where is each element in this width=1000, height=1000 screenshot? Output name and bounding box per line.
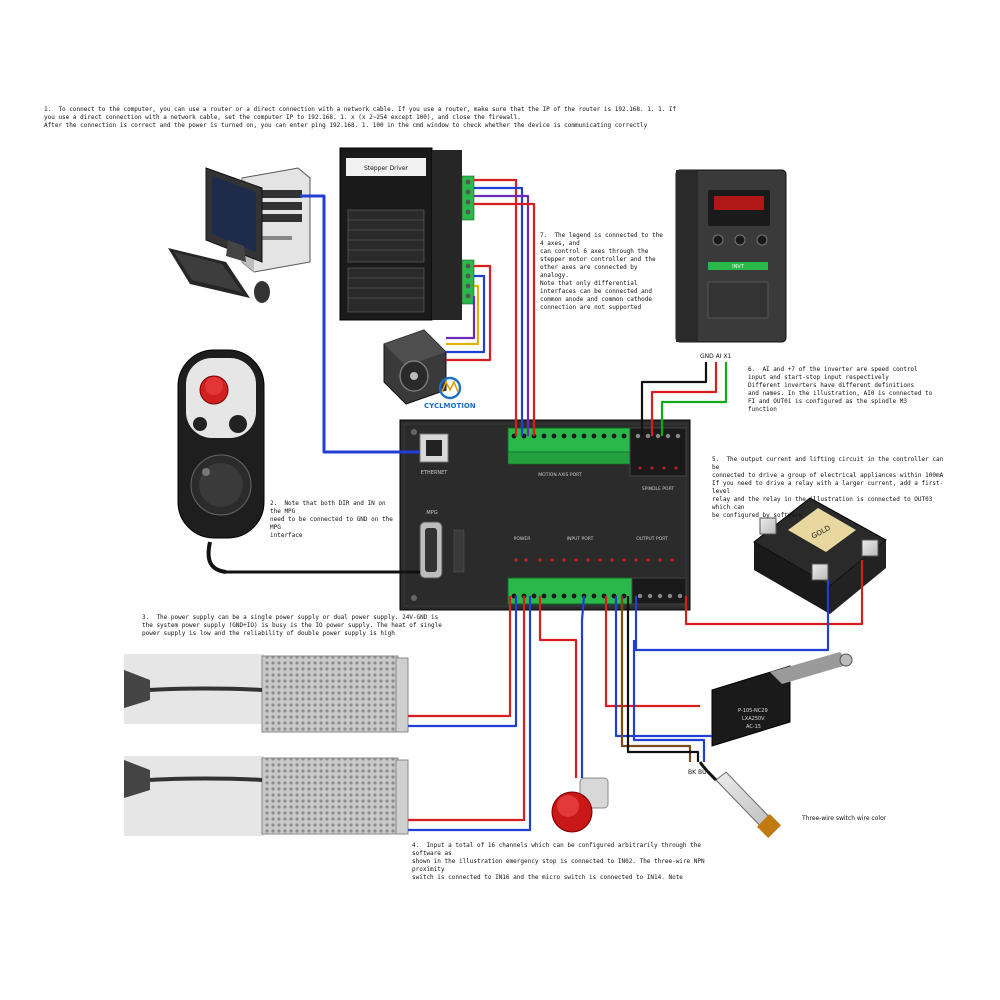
estop-wire-red [538,596,578,778]
power-label: POWER [514,536,531,542]
note-3-power: 3. The power supply can be a single powe… [142,614,442,637]
psu2-wire-blue [408,596,532,832]
input-port-label: INPUT PORT [567,536,594,542]
ethernet-cable [300,194,420,454]
brand-logo [438,376,462,400]
power-supply-bottom [124,756,409,836]
three-wire-caption: Three-wire switch wire color [801,815,887,822]
proximity-switch [698,761,782,839]
note-2-mpg: 2. Note that both DIR and IN on the MPG … [270,500,393,539]
motor-wire-3 [446,284,480,346]
motion-axis-port-label: MOTION AXIS PORT [538,472,582,478]
motor-wire-4 [446,296,476,340]
inverter: INVT [675,169,787,343]
driver-signal-wire-3 [474,194,530,436]
stepper-driver: Stepper Driver [339,147,475,321]
driver-signal-wire-2 [474,186,524,436]
emergency-stop [551,777,609,833]
note-4-input: 4. Input a total of 16 channels which ca… [412,842,705,881]
output-port-label: OUTPUT PORT [636,536,668,542]
input-leds [514,558,674,562]
motor-wire-1 [446,264,492,362]
microswitch-wire-blue [614,596,712,738]
prox-wire-black [626,596,700,762]
psu1-wire-blue [408,596,518,728]
microswitch-rating: LXA250V [742,716,765,722]
motor-wire-2 [446,274,486,354]
driver-motor-terminal [461,259,475,305]
brand-label: CYCLMOTION [424,402,476,410]
mpg-handwheel [177,349,265,574]
psu1-wire-red [408,596,512,718]
inverter-brand-label: INVT [732,264,745,270]
stepper-motor [383,329,447,405]
inverter-ai-wire [650,362,718,436]
inverter-terminal-labels: GND AI X1 [700,353,732,360]
microswitch-model: P-105-NC29 [738,708,768,714]
estop-wire-blue [580,595,586,778]
note-5-output: 5. The output current and lifting circui… [712,456,944,519]
spindle-terminal [629,427,687,477]
note-6-inverter: 6. AI and +7 of the inverter are speed c… [748,366,933,413]
microswitch-rating-2: AC-15 [746,724,761,730]
power-supply-top [124,654,409,733]
inverter-x1-wire [660,362,728,436]
relay-wire-red [684,560,864,626]
spindle-port-label: SPINDLE PORT [642,486,675,492]
output-terminal [631,577,687,605]
computer [168,167,311,303]
relay-wire-blue [634,580,830,652]
note-1-network: 1. To connect to the computer, you can u… [44,106,677,129]
microswitch-wire-red [604,596,700,708]
motion-controller: ETHERNET MPG MOTION AXIS PORT [399,419,691,611]
computer-keyboard [168,248,250,298]
driver-signal-wire-4 [474,202,536,436]
mpg-port [419,521,443,579]
driver-signal-wire-1 [474,178,518,436]
mpg-port-label: MPG [426,510,437,516]
driver-signal-terminal [461,175,475,221]
wires [226,178,864,832]
power-io-terminal [507,577,633,605]
motion-axis-terminal [507,427,633,465]
micro-switch: P-105-NC29 LXA250V AC-15 [711,652,853,747]
computer-monitor [205,167,263,263]
prox-wire-brown [620,596,692,762]
prox-wire-blue [632,640,706,762]
note-7-axes: 7. The legend is connected to the 4 axes… [540,232,663,311]
stepper-driver-title: Stepper Driver [364,165,409,172]
ethernet-label: ETHERNET [421,470,449,476]
solid-state-relay: GOLD [753,497,887,614]
psu2-wire-red [408,596,526,822]
computer-mouse [254,281,270,303]
switch-wire-labels: BK BU [688,769,706,776]
inverter-gnd-wire [640,362,708,436]
ethernet-port [419,433,449,463]
